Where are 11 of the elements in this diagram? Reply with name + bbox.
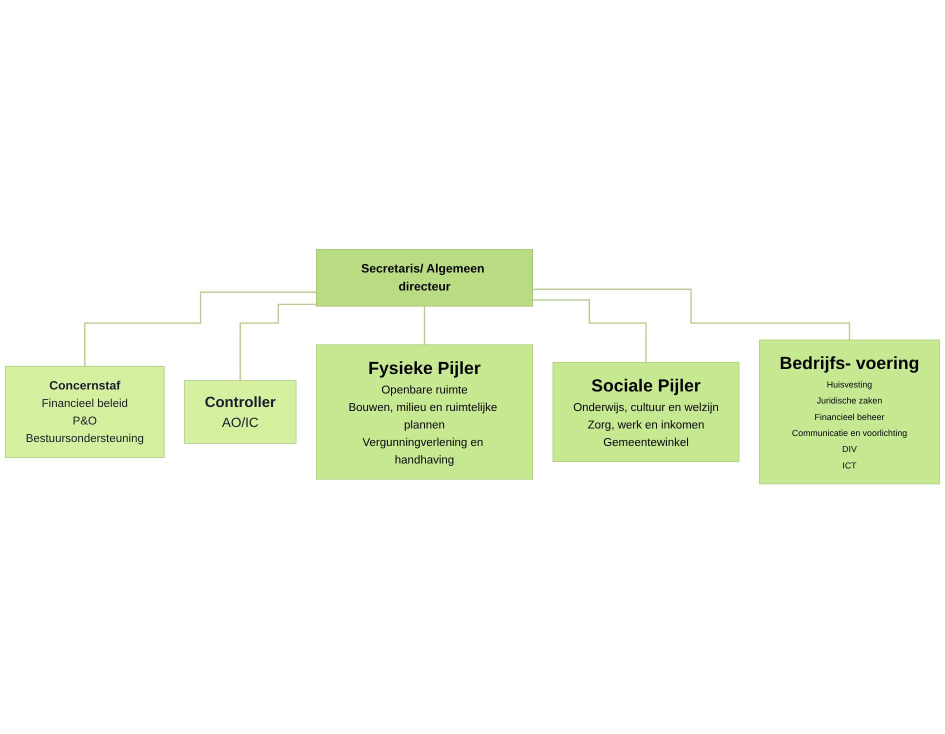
connector bbox=[84, 292, 316, 368]
connector bbox=[532, 288, 850, 341]
connector bbox=[240, 304, 316, 382]
node-box: Controller AO/IC bbox=[184, 380, 296, 444]
node-box: Bedrijfs- voering Huisvesting Juridische zaken Financieel beheer Communicatie en voorlichting DIV ICT bbox=[759, 340, 940, 485]
connector bbox=[532, 300, 647, 364]
node-box: Fysieke Pijler Openbare ruimte Bouwen, milieu en ruimtelijke plannen Vergunningverlening en handhaving bbox=[316, 344, 533, 480]
node-box: Secretaris/ Algemeen directeur bbox=[316, 249, 533, 307]
node-box: Sociale Pijler Onderwijs, cultuur en welzijn Zorg, werk en inkomen Gemeentewinkel bbox=[552, 362, 740, 462]
connector bbox=[424, 306, 426, 346]
node-box: Concernstaf Financieel beleid P&O Bestuursondersteuning bbox=[5, 366, 164, 458]
